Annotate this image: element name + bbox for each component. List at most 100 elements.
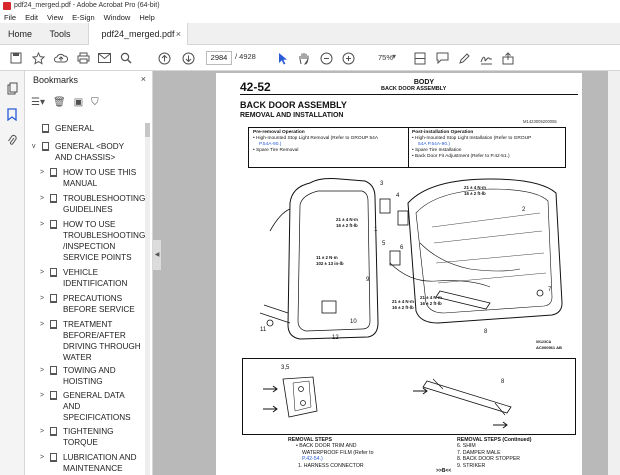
torque-label: 16 ± 2 ft-lb — [392, 305, 414, 310]
back-door-exploded-diagram: 21 ± 4 N·m 16 ± 2 ft-lb 21 ± 4 N·m 16 ± … — [259, 178, 563, 350]
callout-label: 11 — [260, 327, 267, 333]
callout-label: 6 — [400, 245, 404, 251]
chevron-right-icon[interactable]: > — [40, 169, 45, 176]
close-tab-icon[interactable]: × — [175, 29, 181, 39]
menu-help[interactable]: Help — [139, 12, 155, 22]
bookmarks-title: Bookmarks — [33, 75, 79, 85]
attachments-icon[interactable] — [5, 133, 19, 147]
menu-window[interactable]: Window — [103, 12, 131, 22]
pre-removal-item: • High-mounted Stop Light Removal (Refer… — [253, 136, 379, 141]
post-install-column: Post-installation Operation • High-mount… — [412, 130, 564, 160]
post-install-item: • High-mounted Stop Light Installation (… — [412, 136, 532, 141]
header-rule — [240, 94, 578, 95]
chevron-down-icon[interactable]: v — [32, 143, 36, 150]
subsection-heading: BACK DOOR ASSEMBLY — [381, 86, 447, 92]
page-number-heading: 42-52 — [240, 80, 271, 94]
page-number-input[interactable]: 2984 — [206, 51, 232, 65]
menu-edit[interactable]: Edit — [25, 12, 39, 22]
post-install-title: Post-installation Operation — [412, 130, 474, 135]
email-icon[interactable] — [96, 50, 112, 66]
chevron-right-icon[interactable]: > — [40, 428, 45, 435]
post-install-link[interactable]: 54A P.54A-90.) — [418, 142, 450, 147]
toolbar: 2984 / 4928 75% ▾ — [0, 45, 620, 71]
sign-icon[interactable] — [478, 50, 494, 66]
removal-step-link[interactable]: P.42-54.) — [302, 456, 323, 463]
torque-label: 16 ± 2 ft-lb — [464, 191, 486, 196]
zoom-dropdown-icon[interactable]: ▾ — [392, 52, 397, 61]
chevron-right-icon[interactable]: > — [40, 269, 45, 276]
chevron-right-icon[interactable]: > — [40, 221, 45, 228]
callout-label: 10 — [350, 319, 357, 325]
zoom-out-icon[interactable] — [318, 50, 334, 66]
page-layout-icon[interactable] — [412, 50, 428, 66]
share-icon[interactable] — [500, 50, 516, 66]
bookmarks-icon[interactable] — [5, 107, 19, 121]
navigation-rail — [0, 71, 25, 475]
scrollbar-thumb[interactable] — [145, 123, 150, 137]
page-thumbnails-icon[interactable] — [5, 81, 19, 95]
bookmark-label: PRECAUTIONS BEFORE SERVICE — [63, 294, 135, 314]
torque-label: 21 ± 4 N·m — [392, 299, 414, 304]
document-scrollbar[interactable] — [608, 71, 620, 475]
bookmark-star-icon[interactable] — [30, 50, 46, 66]
options-menu-icon[interactable]: ☰▾ — [31, 97, 45, 108]
bookmarks-scrollbar[interactable] — [145, 123, 150, 475]
torque-label: 16 ± 2 ft-lb — [420, 301, 442, 306]
chevron-right-icon[interactable]: > — [40, 321, 45, 328]
detail-drawings: 3,5 8 — [263, 365, 512, 429]
zoom-level[interactable]: 75% — [378, 53, 394, 62]
bookmark-icon — [50, 220, 57, 229]
torque-label: 21 ± 4 N·m — [420, 295, 442, 300]
page-subtitle: REMOVAL AND INSTALLATION — [240, 112, 344, 119]
bookmark-icon — [50, 391, 57, 400]
tab-home[interactable]: Home — [7, 29, 32, 39]
removal-step: WATERPROOF FILM (Refer to — [302, 449, 374, 456]
callout-label: 9 — [366, 277, 370, 283]
tab-document[interactable]: pdf24_merged.pdf × — [88, 23, 188, 46]
pdf-page: 42-52 BODY BACK DOOR ASSEMBLY BACK DOOR … — [216, 73, 582, 475]
menu-file[interactable]: File — [4, 12, 17, 22]
search-icon[interactable] — [118, 50, 134, 66]
chevron-right-icon[interactable]: > — [40, 367, 45, 374]
collapse-panel-handle[interactable]: ◀ — [153, 240, 161, 270]
menu-esign[interactable]: E-Sign — [72, 12, 95, 22]
chevron-right-icon[interactable]: > — [40, 295, 45, 302]
callout-label: 1 — [374, 227, 378, 233]
pre-removal-column: Pre-removal Operation • High-mounted Sto… — [253, 130, 405, 154]
bookmark-label: TIGHTENING TORQUE — [63, 427, 114, 447]
chevron-right-icon[interactable]: > — [40, 392, 45, 399]
highlight-pen-icon[interactable] — [456, 50, 472, 66]
comment-icon[interactable] — [434, 50, 450, 66]
torque-label: 102 ± 13 in-lb — [316, 261, 344, 266]
save-icon[interactable] — [8, 50, 24, 66]
next-page-icon[interactable] — [180, 50, 196, 66]
bookmark-label: TOWING AND HOISTING — [63, 366, 116, 386]
zoom-in-icon[interactable] — [340, 50, 356, 66]
chevron-right-icon[interactable]: > — [40, 195, 45, 202]
previous-page-icon[interactable] — [156, 50, 172, 66]
close-panel-icon[interactable]: × — [140, 74, 146, 84]
bookmark-icon — [50, 320, 57, 329]
delete-bookmark-icon[interactable]: 🗑 — [52, 97, 66, 108]
tab-tools[interactable]: Tools — [49, 29, 71, 39]
tab-document-label: pdf24_merged.pdf — [101, 29, 175, 39]
callout-label: 7 — [548, 287, 552, 293]
removal-step: 9. STRIKER — [457, 462, 486, 469]
print-icon[interactable] — [75, 50, 91, 66]
upload-cloud-icon[interactable] — [53, 50, 69, 66]
select-cursor-icon[interactable] — [275, 50, 291, 66]
menu-view[interactable]: View — [47, 12, 64, 22]
hand-tool-icon[interactable] — [296, 50, 312, 66]
pre-removal-title: Pre-removal Operation — [253, 130, 305, 135]
callout-label: 2 — [522, 207, 526, 213]
torque-label: 16 ± 2 ft-lb — [336, 223, 358, 228]
chevron-right-icon[interactable]: > — [40, 454, 45, 461]
bookmark-label: GENERAL DATA AND SPECIFICATIONS — [63, 391, 131, 422]
tab-bar: Home Tools pdf24_merged.pdf × — [0, 23, 620, 46]
pre-removal-link[interactable]: P.54A-90.) — [259, 142, 282, 147]
bookmark-label: TROUBLESHOOTING GUIDELINES — [63, 194, 146, 214]
tag-bookmark-icon[interactable]: ⛉ — [91, 97, 99, 108]
bookmark-label: GENERAL — [55, 124, 95, 133]
new-bookmark-icon[interactable]: ▣ — [73, 97, 84, 108]
bookmark-icon — [42, 124, 49, 133]
